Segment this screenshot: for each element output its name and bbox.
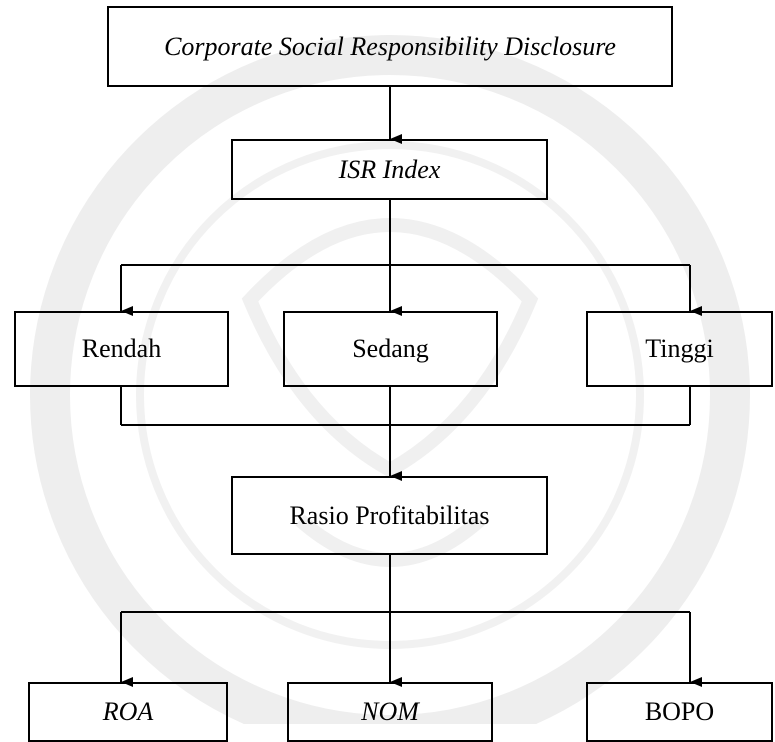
flow-diagram: Corporate Social Responsibility Disclosu… — [14, 6, 773, 742]
isr-index-label: ISR Index — [338, 154, 441, 184]
level-box-sedang: Sedang — [283, 311, 498, 387]
level-box-rendah: Rendah — [14, 311, 229, 387]
level-box-tinggi: Tinggi — [586, 311, 773, 387]
ratio-label-bopo: BOPO — [644, 697, 715, 726]
csr-disclosure-label: Corporate Social Responsibility Disclosu… — [164, 31, 616, 61]
ratio-label-roa: ROA — [102, 697, 154, 726]
level-label-sedang: Sedang — [352, 334, 429, 363]
level-label-tinggi: Tinggi — [645, 334, 714, 363]
ratio-box-bopo: BOPO — [586, 682, 773, 742]
profitability-label: Rasio Profitabilitas — [289, 500, 490, 530]
isr-index-box: ISR Index — [231, 139, 548, 200]
profitability-box: Rasio Profitabilitas — [231, 476, 548, 555]
level-label-rendah: Rendah — [81, 334, 162, 363]
csr-disclosure-box: Corporate Social Responsibility Disclosu… — [107, 6, 673, 87]
connector-lines — [120, 87, 702, 687]
ratio-label-nom: NOM — [361, 697, 419, 726]
ratio-box-nom: NOM — [287, 682, 493, 742]
ratio-box-roa: ROA — [28, 682, 228, 742]
